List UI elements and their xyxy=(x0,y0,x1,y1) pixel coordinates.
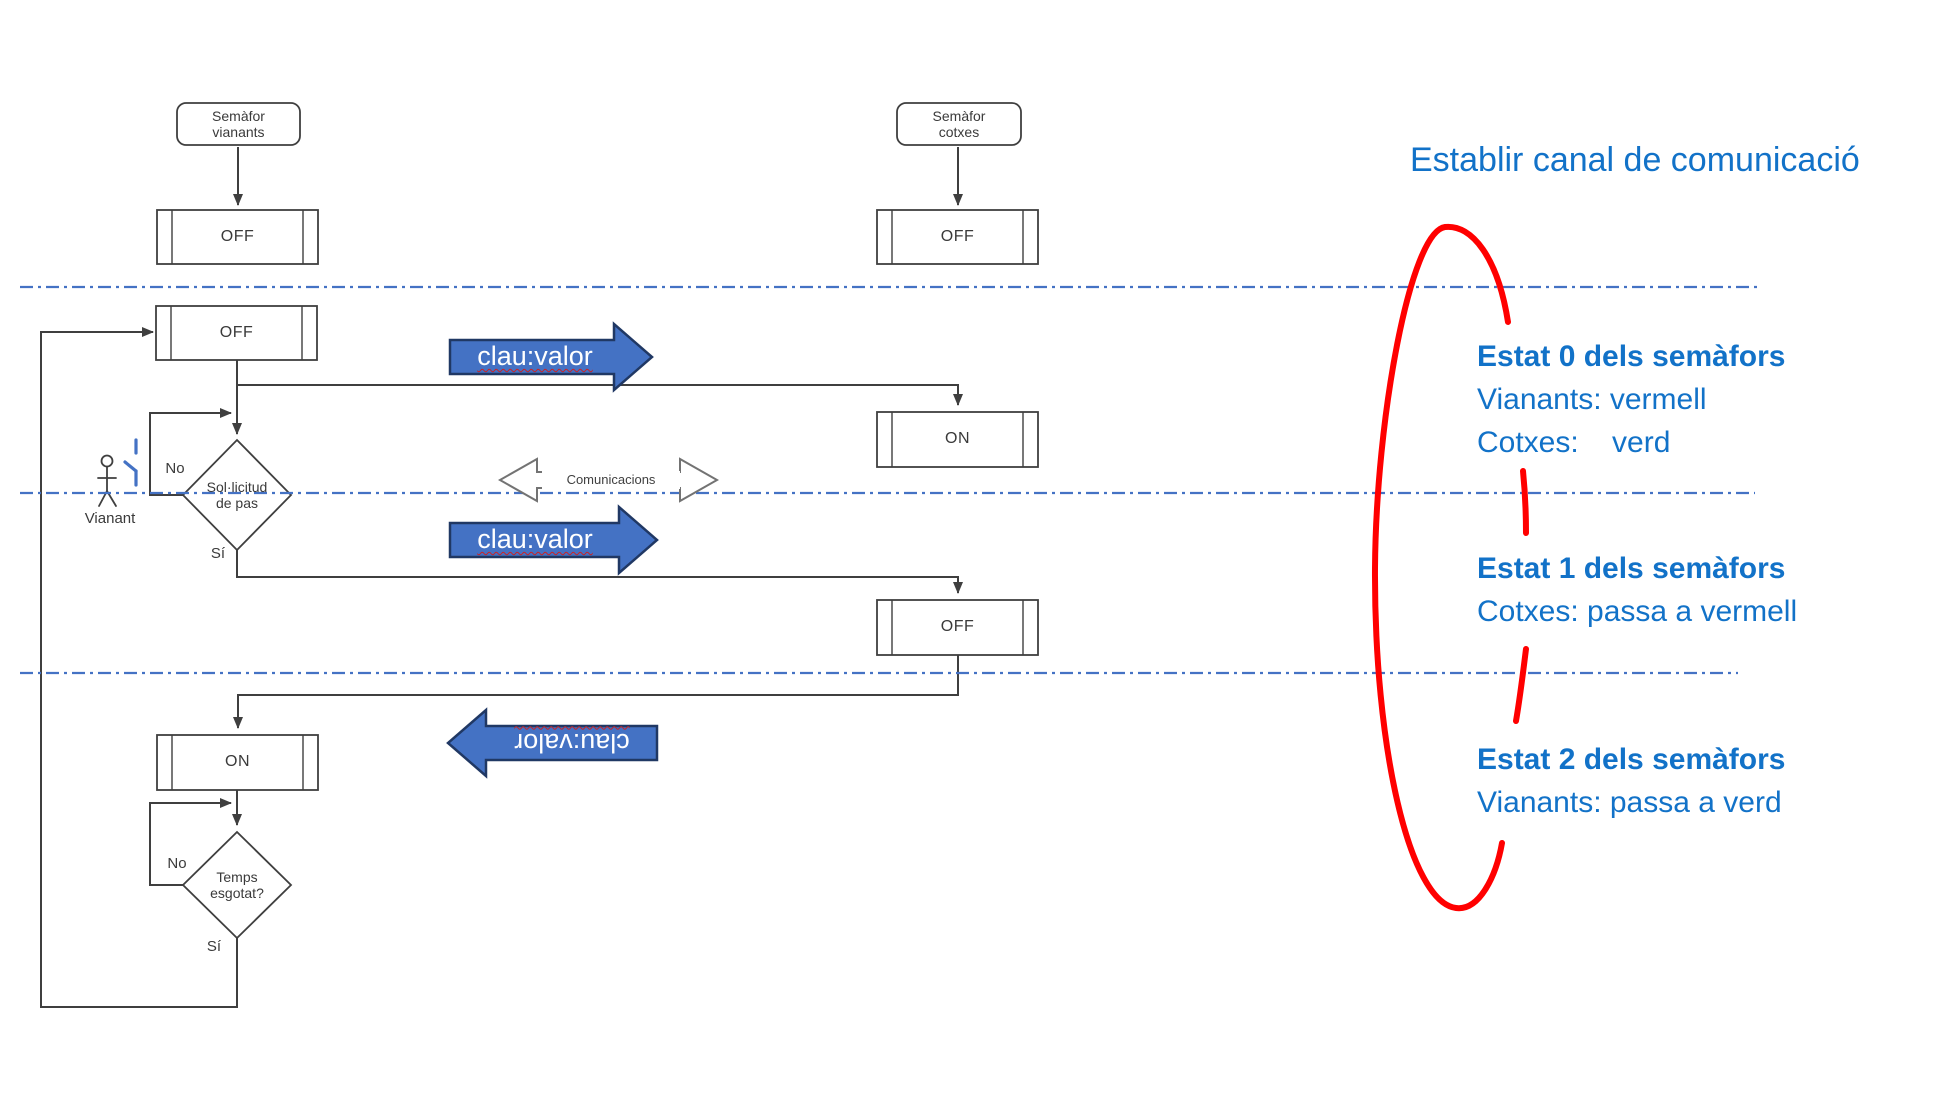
request-decision-label: Sol·licitud de pas xyxy=(206,478,268,511)
ped-header-label: Semàfor vianants xyxy=(212,107,265,140)
ped-off-initial-label: OFF xyxy=(220,227,255,245)
ped-on-shape xyxy=(156,734,319,791)
switch-icon xyxy=(123,438,138,487)
ped-off-initial-shape xyxy=(156,209,319,265)
connector-request-yes-to-cars-off xyxy=(236,550,963,594)
state-1-heading: Estat 1 dels semàfors xyxy=(1477,552,1786,585)
message-label-2: clau:valor xyxy=(477,523,593,554)
state-0-line-2: Cotxes: verd xyxy=(1477,426,1671,459)
communications-label: Comunicacions xyxy=(542,471,680,489)
ped-header-shape xyxy=(176,102,301,146)
flow-shapes xyxy=(155,102,1039,940)
connector-timeout-no-loop xyxy=(149,798,232,886)
ped-off-wait-label: OFF xyxy=(219,323,254,341)
state-2-line-1: Vianants: passa a verd xyxy=(1477,786,1782,819)
timeout-yes-label: Sí xyxy=(206,938,222,956)
cars-on-shape xyxy=(876,411,1039,468)
state-2-heading: Estat 2 dels semàfors xyxy=(1477,743,1786,776)
connector-branch-to-cars-on xyxy=(237,384,963,406)
flow-connectors xyxy=(40,147,963,1008)
pedestrian-actor-label: Vianant xyxy=(84,510,136,528)
connector-feedback-loop xyxy=(40,327,238,1008)
state-1-line-1: Cotxes: passa a vermell xyxy=(1477,595,1798,628)
state-1-annotation: Estat 1 dels semàfors Cotxes: passa a ve… xyxy=(1477,547,1917,633)
timeout-decision-shape xyxy=(181,830,293,940)
cars-off-shape xyxy=(876,599,1039,656)
request-yes-label: Sí xyxy=(210,545,226,563)
ped-off-wait-shape xyxy=(155,305,318,361)
timeout-decision-label: Temps esgotat? xyxy=(210,868,264,901)
message-label-3: clau:valor xyxy=(514,727,630,758)
state-2-annotation: Estat 2 dels semàfors Vianants: passa a … xyxy=(1477,738,1917,824)
request-decision-shape xyxy=(181,438,293,552)
message-arrows xyxy=(446,321,659,779)
cars-header-shape xyxy=(896,102,1022,146)
message-label-1: clau:valor xyxy=(477,340,593,371)
request-no-label: No xyxy=(165,460,185,478)
annotation-title: Establir canal de comunicació xyxy=(1410,141,1860,179)
cars-header-label: Semàfor cotxes xyxy=(932,107,986,140)
message-arrow-right-2 xyxy=(448,504,659,576)
phase-separators xyxy=(20,285,1757,675)
state-0-line-1: Vianants: vermell xyxy=(1477,383,1707,416)
cars-off-initial-shape xyxy=(876,209,1039,265)
cars-off-label: OFF xyxy=(940,618,975,636)
state-0-annotation: Estat 0 dels semàfors Vianants: vermell … xyxy=(1477,335,1917,464)
message-arrow-right-1 xyxy=(448,321,654,393)
cars-off-initial-label: OFF xyxy=(940,227,975,245)
message-arrow-left xyxy=(446,707,659,779)
pedestrian-figure-icon xyxy=(97,454,117,507)
state-0-heading: Estat 0 dels semàfors xyxy=(1477,340,1786,373)
ped-on-label: ON xyxy=(225,753,250,771)
timeout-no-label: No xyxy=(167,855,187,873)
red-highlight-ellipse xyxy=(1371,223,1529,912)
connector-cars-off-to-ped-on xyxy=(233,655,959,729)
cars-on-label: ON xyxy=(945,430,970,448)
connector-request-no-loop xyxy=(149,408,232,496)
